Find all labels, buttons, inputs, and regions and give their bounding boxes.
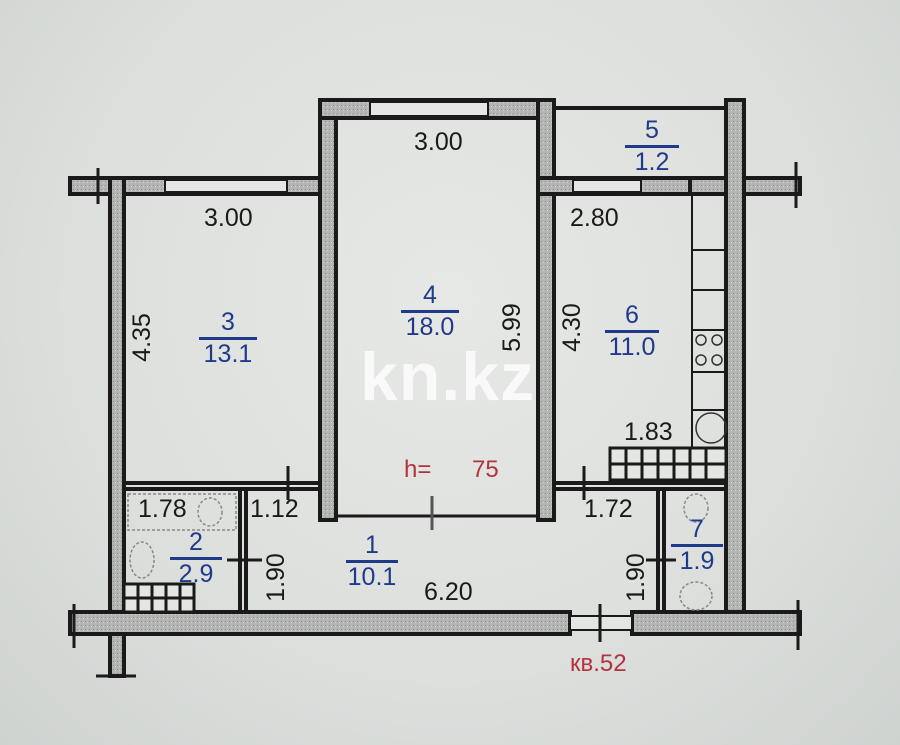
room-area: 18.0 xyxy=(405,313,455,341)
room-number: 3 xyxy=(221,308,235,336)
room-1-label: 1 10.1 xyxy=(342,533,402,590)
washbasin-icon xyxy=(129,541,155,579)
room-number: 2 xyxy=(189,528,203,556)
room-number: 1 xyxy=(365,531,379,559)
toilet-icon xyxy=(679,493,713,611)
ceiling-height-label: h= xyxy=(404,456,432,483)
dim-room2-width: 1.78 xyxy=(138,495,187,523)
room-number: 5 xyxy=(645,116,659,144)
fraction-bar xyxy=(199,337,257,340)
room-5-label: 5 1.2 xyxy=(622,118,682,175)
radiator-kitchen-icon xyxy=(608,446,728,482)
room-4-label: 4 18.0 xyxy=(392,283,468,340)
fraction-bar xyxy=(170,557,222,560)
fraction-bar xyxy=(346,560,398,563)
interior-walls xyxy=(72,116,800,678)
room-3-label: 3 13.1 xyxy=(193,310,263,367)
apartment-number: кв.52 xyxy=(570,650,627,677)
dim-hall-length: 6.20 xyxy=(424,578,473,606)
room-area: 13.1 xyxy=(203,340,253,368)
room-7-label: 7 1.9 xyxy=(670,517,724,574)
balcony-outline xyxy=(554,106,726,194)
bathtub-icon xyxy=(127,493,237,531)
dim-room3-length: 4.35 xyxy=(127,313,156,362)
room-2-label: 2 2.9 xyxy=(166,530,226,587)
room-number: 7 xyxy=(690,515,704,543)
dim-room4-width: 3.00 xyxy=(414,128,463,156)
dim-room6-width: 2.80 xyxy=(570,204,619,232)
fraction-bar xyxy=(605,330,659,333)
stove-icon xyxy=(695,334,723,366)
dim-room7-length: 1.90 xyxy=(621,553,650,602)
room-area: 11.0 xyxy=(608,333,656,361)
fraction-bar xyxy=(401,310,459,313)
dim-hall-niche: 1.12 xyxy=(250,495,299,523)
dim-room3-width: 3.00 xyxy=(204,204,253,232)
dim-kitchen-wall: 1.83 xyxy=(624,418,673,446)
room-area: 10.1 xyxy=(347,563,397,591)
dim-room7-width: 1.72 xyxy=(584,495,633,523)
room-number: 4 xyxy=(423,281,437,309)
watermark-logo: kn.kz xyxy=(360,339,536,415)
dim-room2-length: 1.90 xyxy=(261,553,290,602)
room-6-label: 6 11.0 xyxy=(596,303,668,360)
room-area: 1.2 xyxy=(634,148,670,176)
sink-icon xyxy=(695,412,727,444)
fraction-bar xyxy=(671,544,723,547)
radiator-bathroom-icon xyxy=(122,582,196,614)
ceiling-height-value: 75 xyxy=(472,456,499,483)
fraction-bar xyxy=(625,145,679,148)
dim-room6-length: 4.30 xyxy=(557,303,586,352)
room-area: 1.9 xyxy=(679,547,715,575)
room-number: 6 xyxy=(625,301,639,329)
room-area: 2.9 xyxy=(178,560,214,588)
